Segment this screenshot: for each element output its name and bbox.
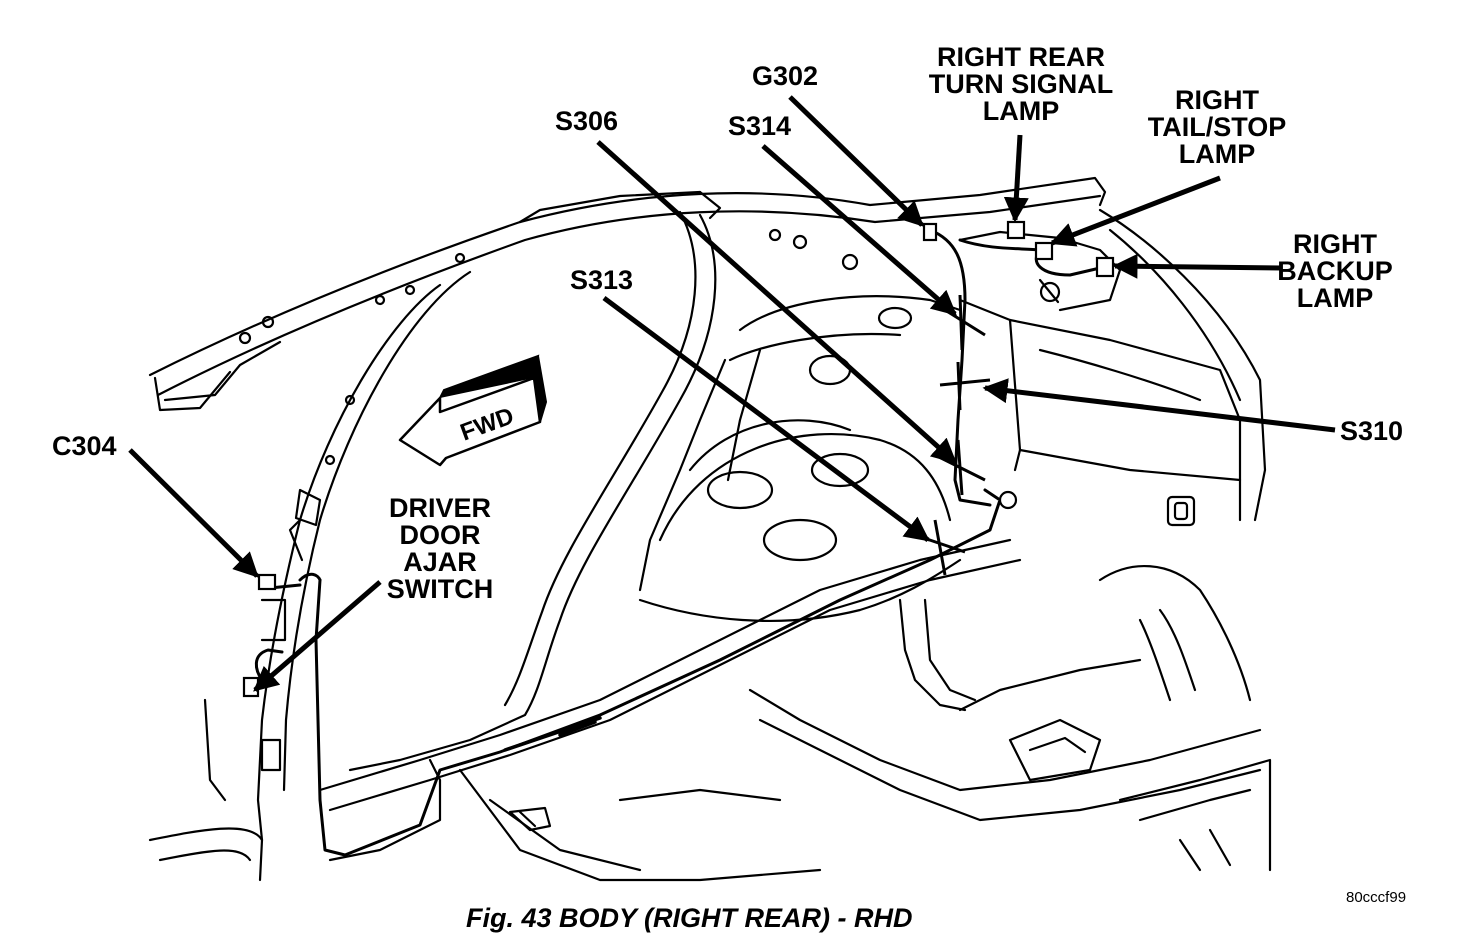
s313-leader bbox=[602, 295, 931, 543]
label-line: LAMP bbox=[982, 96, 1060, 126]
connectors bbox=[242, 220, 1115, 698]
right-backup-leader bbox=[1112, 253, 1283, 279]
driver-door-ajar-switch-leader bbox=[253, 580, 382, 692]
label-line: TAIL/STOP bbox=[1147, 112, 1287, 142]
g302-ground-glyph bbox=[922, 222, 938, 242]
s314-leader bbox=[761, 144, 957, 316]
label-right-rear-turn-signal-lamp: RIGHT REAR TURN SIGNAL LAMP bbox=[918, 44, 1124, 125]
label-line: LAMP bbox=[1296, 283, 1374, 313]
label-line: RIGHT bbox=[1293, 229, 1377, 259]
label-line: LAMP bbox=[1178, 139, 1256, 169]
label-right-tail-stop-lamp: RIGHT TAIL/STOP LAMP bbox=[1140, 87, 1294, 168]
label-line: RIGHT REAR bbox=[937, 42, 1105, 72]
c304-leader bbox=[128, 448, 259, 578]
right-rear-turn-signal-leader bbox=[1003, 134, 1029, 223]
label-line: DOOR bbox=[399, 520, 481, 550]
label-g302: G302 bbox=[752, 63, 818, 90]
label-s306: S306 bbox=[555, 108, 618, 135]
label-s306-text: S306 bbox=[555, 106, 619, 136]
label-line: TURN SIGNAL bbox=[928, 69, 1114, 99]
label-s310: S310 bbox=[1340, 418, 1403, 445]
backup-connector-glyph bbox=[1095, 256, 1115, 278]
label-line: DRIVER bbox=[388, 493, 491, 523]
s306-leader bbox=[596, 140, 957, 464]
leader-lines bbox=[128, 95, 1336, 692]
label-line: BACKUP bbox=[1277, 256, 1393, 286]
s310-splice-mark bbox=[939, 361, 991, 411]
label-s313: S313 bbox=[570, 267, 633, 294]
label-line: SWITCH bbox=[386, 574, 494, 604]
figure-caption: Fig. 43 BODY (RIGHT REAR) - RHD bbox=[466, 903, 913, 933]
body-line-art bbox=[148, 176, 1272, 882]
label-c304-text: C304 bbox=[52, 431, 117, 461]
right-tail-stop-leader bbox=[1049, 175, 1221, 247]
s310-leader bbox=[982, 378, 1336, 433]
label-driver-door-ajar-switch: DRIVER DOOR AJAR SWITCH bbox=[376, 495, 504, 603]
label-s310-text: S310 bbox=[1340, 416, 1404, 446]
label-g302-text: G302 bbox=[752, 61, 819, 91]
label-c304: C304 bbox=[52, 433, 117, 460]
turn-signal-connector-glyph bbox=[1006, 220, 1026, 240]
ground-eyelet-glyph bbox=[998, 490, 1018, 510]
label-right-backup-lamp: RIGHT BACKUP LAMP bbox=[1270, 231, 1400, 312]
g302-leader bbox=[788, 95, 924, 227]
forward-direction-arrow: FWD bbox=[398, 354, 548, 467]
label-s313-text: S313 bbox=[570, 265, 634, 295]
figure-code: 80cccf99 bbox=[1346, 889, 1407, 906]
label-line: AJAR bbox=[403, 547, 477, 577]
label-s314-text: S314 bbox=[728, 111, 792, 141]
label-s314: S314 bbox=[728, 113, 791, 140]
c304-connector-glyph bbox=[257, 573, 277, 591]
label-line: RIGHT bbox=[1175, 85, 1259, 115]
tail-stop-connector-glyph bbox=[1034, 241, 1054, 261]
